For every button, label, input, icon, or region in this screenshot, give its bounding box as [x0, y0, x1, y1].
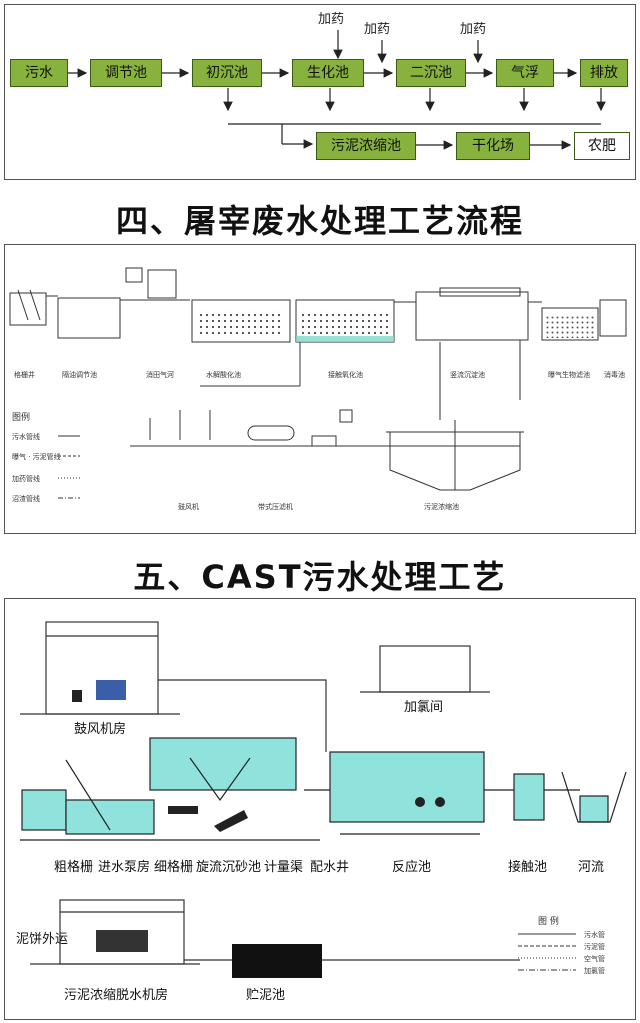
flow-box-drying-yard: 干化场 — [456, 132, 530, 160]
section5-title: 五、CAST污水处理工艺 — [133, 558, 507, 596]
s5-label: 接触池 — [508, 860, 548, 875]
s4-legend-item: 污水管线 — [12, 433, 40, 441]
s4-label: 鼓风机 — [178, 503, 199, 511]
flow-box-equalization-tank: 调节池 — [90, 59, 162, 87]
s5-label: 细格栅 — [154, 860, 194, 875]
s5-label: 河流 — [578, 860, 605, 875]
s4-label: 竖流沉淀池 — [450, 371, 485, 379]
flow-box-primary-clarifier: 初沉池 — [192, 59, 262, 87]
s5-legend-item: 空气管 — [584, 955, 605, 963]
s5-label: 泥饼外运 — [16, 932, 69, 947]
flow-box-discharge: 排放 — [580, 59, 628, 87]
s5-label: 计量渠 — [264, 860, 304, 875]
s5-label: 配水井 — [310, 860, 350, 875]
section4-title: 四、屠宰废水处理工艺流程 — [115, 202, 524, 240]
s5-legend-item: 加氯管 — [584, 967, 605, 975]
s4-label: 带式压滤机 — [258, 503, 293, 511]
s4-label: 水解酸化池 — [206, 371, 241, 379]
s4-legend-title: 图例 — [12, 413, 31, 423]
s5-label: 鼓风机房 — [74, 722, 127, 737]
flow-box-secondary-clarifier: 二沉池 — [396, 59, 466, 87]
s4-label: 隔油调节池 — [62, 371, 97, 379]
s4-legend-item: 加药管线 — [12, 475, 40, 483]
s5-label: 进水泵房 — [98, 860, 151, 875]
s5-legend-title: 图 例 — [538, 917, 559, 927]
s4-label: 污泥浓缩池 — [424, 503, 459, 511]
s4-label: 消毒池 — [604, 371, 625, 379]
dosing-label: 加药 — [364, 22, 391, 37]
s4-label: 接触氧化池 — [328, 371, 363, 379]
dosing-label: 加药 — [460, 22, 487, 37]
s4-label: 格栅井 — [14, 371, 35, 379]
s4-label: 消田气河 — [146, 371, 174, 379]
s5-label: 反应池 — [392, 860, 432, 875]
s5-label: 粗格栅 — [54, 860, 94, 875]
flow-box-sewage: 污水 — [10, 59, 68, 87]
s5-label: 加氯间 — [404, 700, 444, 715]
flow-box-bio-tank: 生化池 — [292, 59, 364, 87]
s4-legend-item: 沼渣管线 — [12, 495, 40, 503]
flow-box-sludge-thickener: 污泥浓缩池 — [316, 132, 416, 160]
s5-label: 贮泥池 — [246, 988, 286, 1003]
dosing-label: 加药 — [318, 12, 345, 27]
s5-legend-item: 污泥管 — [584, 943, 605, 951]
s5-label: 污泥浓缩脱水机房 — [64, 988, 169, 1003]
s4-legend-item: 曝气 · 污泥管线 — [12, 453, 61, 461]
s4-label: 曝气生物滤池 — [548, 371, 590, 379]
s5-legend-item: 污水管 — [584, 931, 605, 939]
s5-label: 旋流沉砂池 — [196, 860, 262, 875]
flow-box-air-flotation: 气浮 — [496, 59, 554, 87]
flow-box-farm-fertilizer: 农肥 — [574, 132, 630, 160]
section4-diagram — [4, 244, 636, 534]
